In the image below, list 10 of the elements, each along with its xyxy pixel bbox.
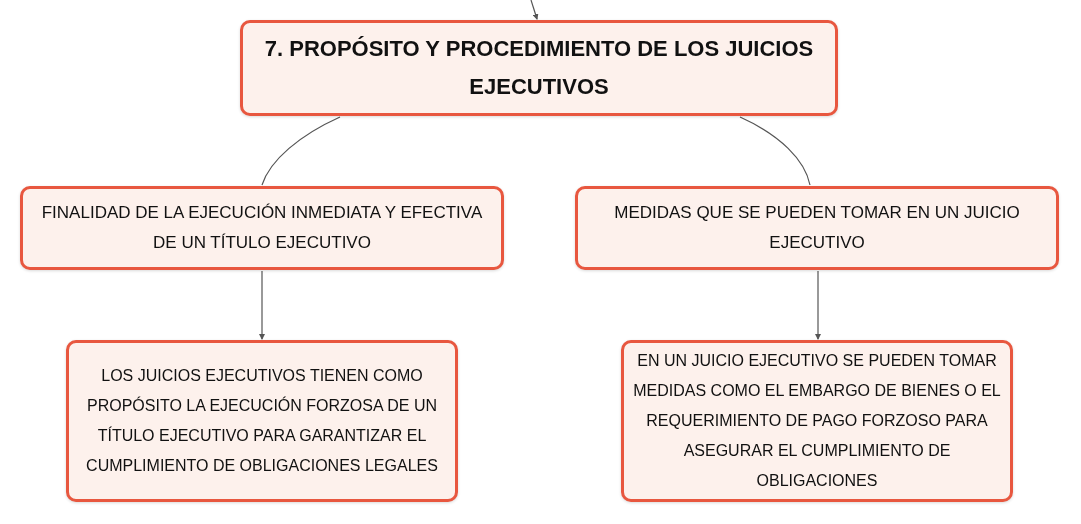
arrow — [530, 0, 539, 20]
arrow — [259, 270, 265, 340]
connector-line — [261, 116, 341, 186]
topic-box: MEDIDAS QUE SE PUEDEN TOMAR EN UN JUICIO EJECUTIVO — [575, 186, 1059, 270]
topic-box: LOS JUICIOS EJECUTIVOS TIENEN COMO PROPÓSITO LA EJECUCIÓN FORZOSA DE UN TÍTULO EJECUTIVO PARA GARANTIZAR EL CUMPLIMIENTO DE OBLIGACIONES LEGALES — [66, 340, 458, 502]
topic-box: EN UN JUICIO EJECUTIVO SE PUEDEN TOMAR MEDIDAS COMO EL EMBARGO DE BIENES O EL REQUERIMIENTO DE PAGO FORZOSO PARA ASEGURAR EL CUMPLIMIENTO DE OBLIGACIONES — [621, 340, 1013, 502]
topic-box: 7. PROPÓSITO Y PROCEDIMIENTO DE LOS JUICIOS EJECUTIVOS — [240, 20, 838, 116]
topic-box: FINALIDAD DE LA EJECUCIÓN INMEDIATA Y EFECTIVA DE UN TÍTULO EJECUTIVO — [20, 186, 504, 270]
arrow — [815, 270, 821, 340]
connector-line — [739, 116, 811, 186]
